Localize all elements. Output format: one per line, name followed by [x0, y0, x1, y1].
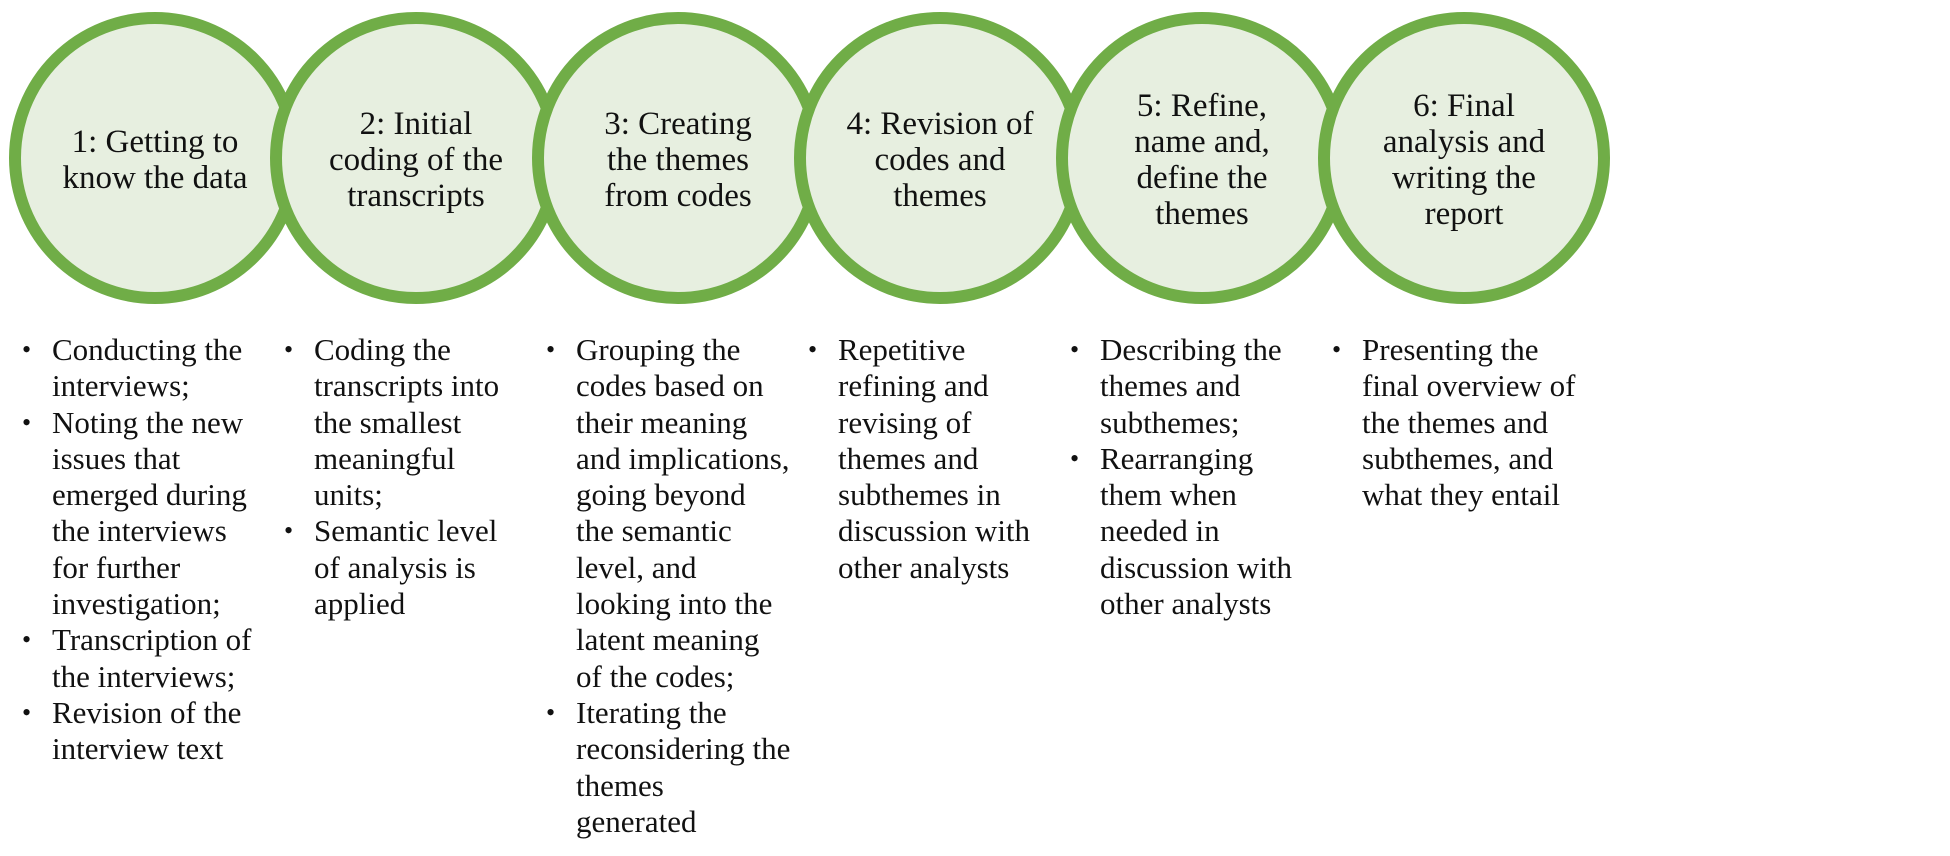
step-6-circle: [1318, 12, 1610, 304]
step-3-bullet-list: Grouping the codes based on their meanin…: [546, 332, 814, 840]
bullet-item: Transcription of the interviews;: [22, 622, 290, 695]
step-2-bullet-list: Coding the transcripts into the smallest…: [284, 332, 552, 622]
bullet-item: Semantic level of analysis is applied: [284, 513, 552, 622]
step-5-bullet-list: Describing the themes and subthemes;Rear…: [1070, 332, 1338, 622]
bullet-item: Rearranging them when needed in discussi…: [1070, 441, 1338, 622]
step-4-bullet-list: Repetitive refining and revising of them…: [808, 332, 1076, 586]
bullet-item: Noting the new issues that emerged durin…: [22, 405, 290, 623]
step-3-ring: [532, 12, 824, 304]
bullet-item: Conducting the interviews;: [22, 332, 290, 405]
step-4-ring: [794, 12, 1086, 304]
step-6-ring: [1318, 12, 1610, 304]
bullet-item: Presenting the final overview of the the…: [1332, 332, 1600, 513]
step-2-ring: [270, 12, 562, 304]
step-5-ring: [1056, 12, 1348, 304]
step-5-circle: [1056, 12, 1352, 304]
bullet-item: Coding the transcripts into the smallest…: [284, 332, 552, 513]
bullet-item: Describing the themes and subthemes;: [1070, 332, 1338, 441]
bullet-item: Iterating the reconsidering the themes g…: [546, 695, 814, 840]
bullet-item: Revision of the interview text: [22, 695, 290, 768]
step-1-bullet-list: Conducting the interviews;Noting the new…: [22, 332, 290, 768]
step-1-ring: [9, 12, 301, 304]
bullet-item: Grouping the codes based on their meanin…: [546, 332, 814, 695]
bullet-item: Repetitive refining and revising of them…: [808, 332, 1076, 586]
step-6-bullet-list: Presenting the final overview of the the…: [1332, 332, 1600, 513]
step-3-circle: [532, 12, 828, 304]
